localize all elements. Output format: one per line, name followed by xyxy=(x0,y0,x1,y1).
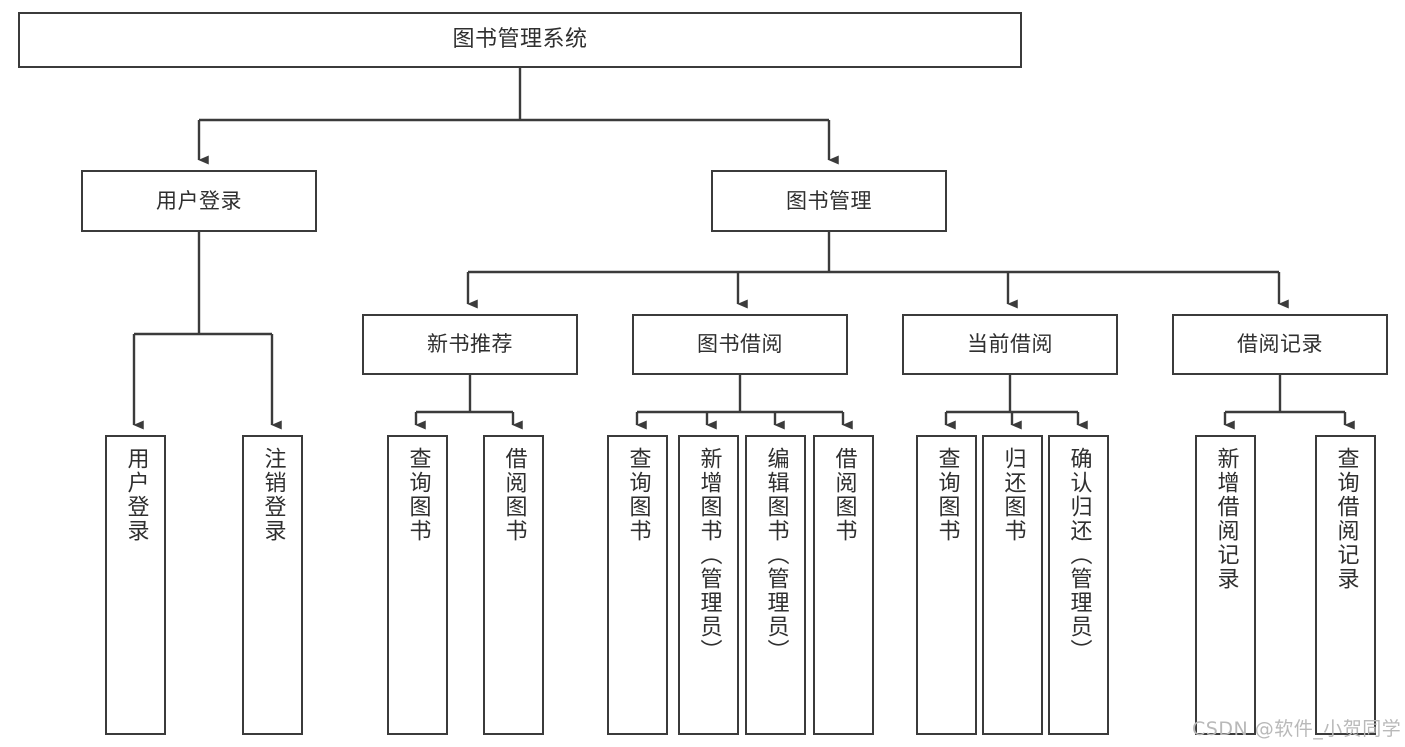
node-new-book-recommend[interactable]: 新书推荐 xyxy=(362,314,578,375)
node-current-borrow[interactable]: 当前借阅 xyxy=(902,314,1118,375)
node-leaf-add-borrow-record-label: 新增借阅记录 xyxy=(1213,447,1239,591)
node-root[interactable]: 图书管理系统 xyxy=(18,12,1022,68)
node-borrow-record-label: 借阅记录 xyxy=(1237,332,1323,357)
node-new-book-recommend-label: 新书推荐 xyxy=(427,332,513,357)
node-leaf-query-book-bor-label: 查询图书 xyxy=(625,447,651,543)
node-book-manage[interactable]: 图书管理 xyxy=(711,170,947,232)
node-leaf-add-book-label: 新增图书（管理员） xyxy=(696,447,722,663)
node-book-manage-label: 图书管理 xyxy=(786,188,872,213)
node-leaf-confirm-return-label: 确认归还（管理员） xyxy=(1066,447,1092,663)
node-book-borrow-label: 图书借阅 xyxy=(697,332,783,357)
node-leaf-query-book-cur[interactable]: 查询图书 xyxy=(916,435,977,735)
node-leaf-borrow-book-bor[interactable]: 借阅图书 xyxy=(813,435,874,735)
node-book-borrow[interactable]: 图书借阅 xyxy=(632,314,848,375)
node-leaf-add-book[interactable]: 新增图书（管理员） xyxy=(678,435,739,735)
node-leaf-edit-book[interactable]: 编辑图书（管理员） xyxy=(745,435,806,735)
node-leaf-query-book-rec-label: 查询图书 xyxy=(405,447,431,543)
node-leaf-query-borrow-record[interactable]: 查询借阅记录 xyxy=(1315,435,1376,735)
node-current-borrow-label: 当前借阅 xyxy=(967,332,1053,357)
node-user-login[interactable]: 用户登录 xyxy=(81,170,317,232)
node-borrow-record[interactable]: 借阅记录 xyxy=(1172,314,1388,375)
node-leaf-borrow-book-rec-label: 借阅图书 xyxy=(501,447,527,543)
node-leaf-logout-login[interactable]: 注销登录 xyxy=(242,435,303,735)
node-leaf-user-login-label: 用户登录 xyxy=(123,447,149,543)
node-leaf-confirm-return[interactable]: 确认归还（管理员） xyxy=(1048,435,1109,735)
node-leaf-edit-book-label: 编辑图书（管理员） xyxy=(763,447,789,663)
node-user-login-label: 用户登录 xyxy=(156,188,242,213)
node-leaf-borrow-book-rec[interactable]: 借阅图书 xyxy=(483,435,544,735)
node-leaf-return-book[interactable]: 归还图书 xyxy=(982,435,1043,735)
node-leaf-add-borrow-record[interactable]: 新增借阅记录 xyxy=(1195,435,1256,735)
node-leaf-logout-login-label: 注销登录 xyxy=(260,447,286,543)
node-leaf-query-borrow-record-label: 查询借阅记录 xyxy=(1333,447,1359,591)
node-leaf-return-book-label: 归还图书 xyxy=(1000,447,1026,543)
node-leaf-query-book-cur-label: 查询图书 xyxy=(934,447,960,543)
node-leaf-query-book-bor[interactable]: 查询图书 xyxy=(607,435,668,735)
node-leaf-user-login[interactable]: 用户登录 xyxy=(105,435,166,735)
node-leaf-query-book-rec[interactable]: 查询图书 xyxy=(387,435,448,735)
node-root-label: 图书管理系统 xyxy=(452,27,588,53)
node-leaf-borrow-book-bor-label: 借阅图书 xyxy=(831,447,857,543)
csdn-watermark: CSDN @软件_小贺同学 xyxy=(1192,718,1402,740)
